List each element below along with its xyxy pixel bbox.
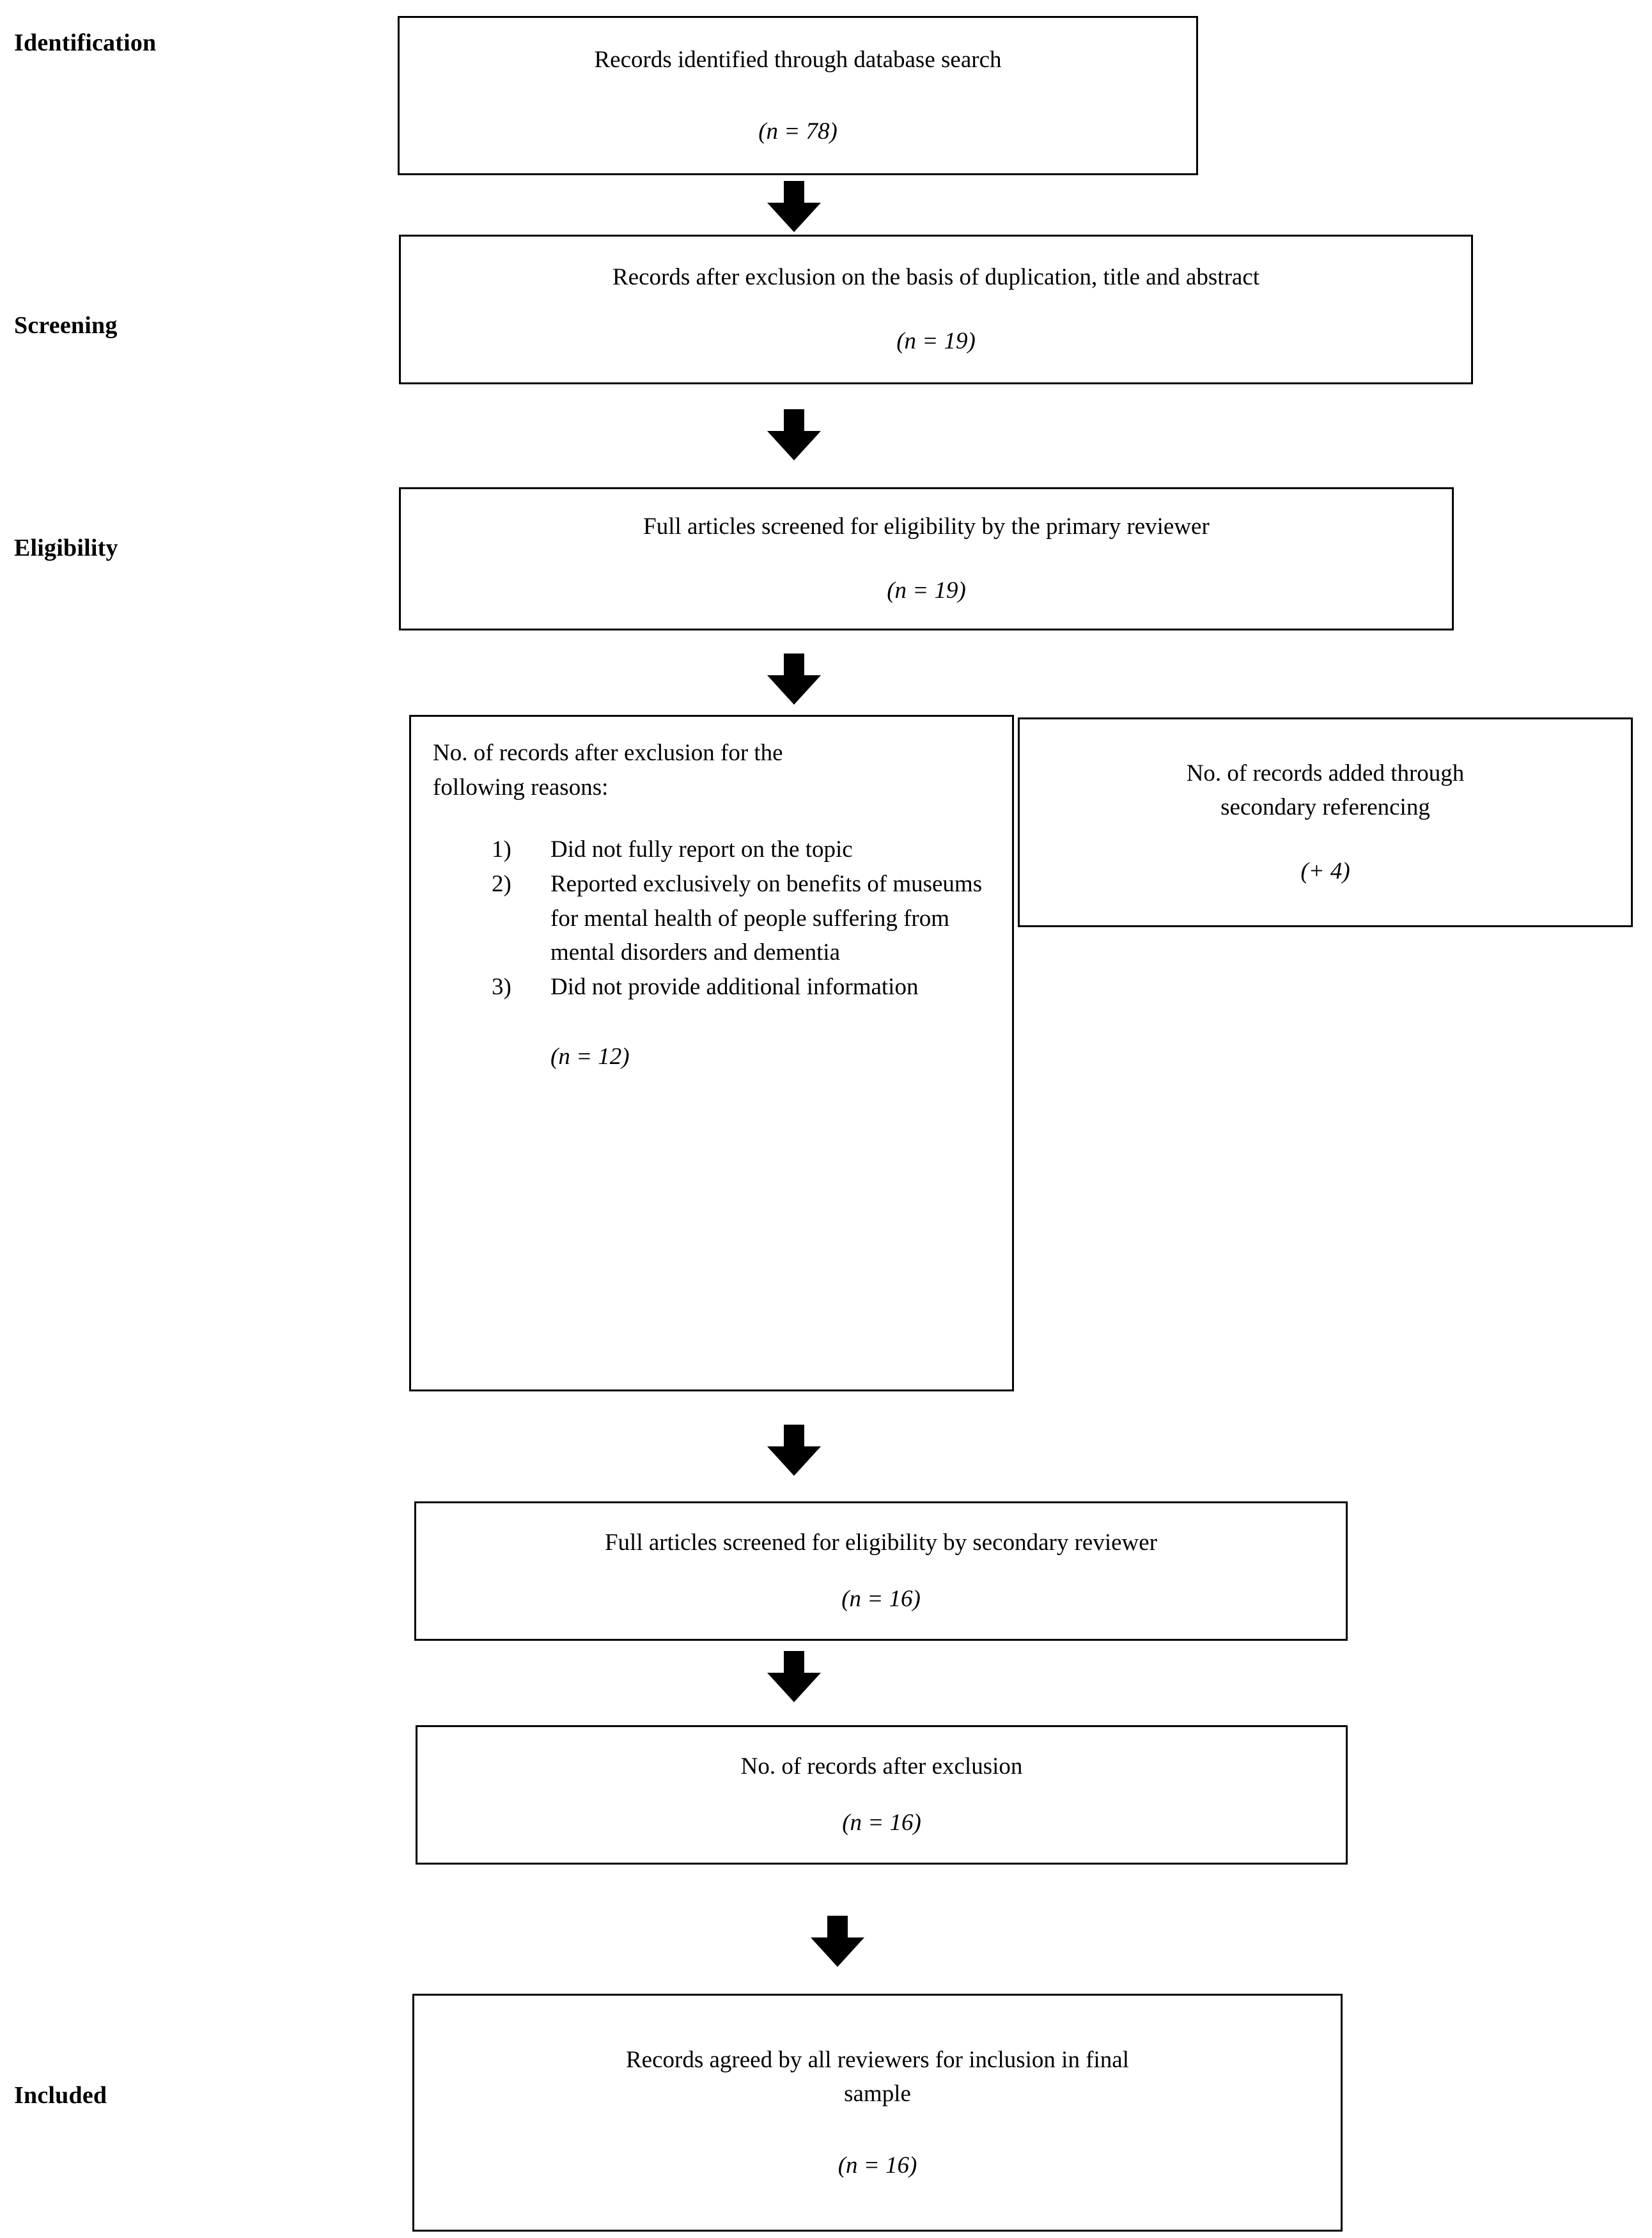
box-records-after-duplication: Records after exclusion on the basis of …: [399, 235, 1473, 384]
flow-arrow-down-icon: [811, 1916, 864, 1967]
stage-label-eligibility: Eligibility: [14, 535, 118, 561]
box-exclusion-reasons: No. of records after exclusion for the f…: [409, 715, 1014, 1391]
box-count: (n = 16): [838, 2152, 917, 2179]
box-records-after-exclusion: No. of records after exclusion (n = 16): [416, 1725, 1348, 1865]
box-title-line-1: Records agreed by all reviewers for incl…: [625, 2046, 1129, 2073]
box-full-articles-secondary-reviewer: Full articles screened for eligibility b…: [414, 1501, 1348, 1641]
box-count: (+ 4): [1300, 857, 1350, 884]
flow-arrow-down-icon: [767, 1651, 821, 1702]
box-count: (n = 78): [758, 118, 838, 145]
box-count: (n = 19): [887, 577, 966, 604]
box-title: Records after exclusion on the basis of …: [612, 264, 1260, 291]
list-item: Reported exclusively on benefits of muse…: [492, 867, 983, 966]
box-title-line-1: No. of records added through: [1186, 760, 1465, 786]
exclusion-reason-list: Did not fully report on the topic Report…: [433, 833, 995, 1004]
box-full-articles-primary-reviewer: Full articles screened for eligibility b…: [399, 487, 1454, 630]
box-title-line-1: No. of records after exclusion for the: [433, 740, 783, 766]
box-title-line-2: sample: [844, 2081, 911, 2108]
box-title-line-2: secondary referencing: [1220, 794, 1430, 821]
box-count: (n = 16): [842, 1810, 921, 1836]
box-title: Full articles screened for eligibility b…: [643, 513, 1210, 540]
flow-arrow-down-icon: [767, 409, 821, 460]
flow-arrow-down-icon: [767, 653, 821, 705]
box-title: Records identified through database sear…: [594, 46, 1002, 73]
box-final-included: Records agreed by all reviewers for incl…: [412, 1994, 1343, 2232]
flow-arrow-down-icon: [767, 1425, 821, 1476]
box-count: (n = 12): [550, 1044, 630, 1070]
flow-arrow-down-icon: [767, 181, 821, 232]
box-title: Full articles screened for eligibility b…: [604, 1530, 1158, 1556]
box-secondary-referencing: No. of records added through secondary r…: [1018, 717, 1633, 927]
box-title-line-2: following reasons:: [433, 774, 609, 801]
box-title: No. of records after exclusion: [740, 1753, 1023, 1780]
stage-label-screening: Screening: [14, 312, 118, 339]
list-item: Did not provide additional information: [492, 970, 919, 1004]
box-records-identified: Records identified through database sear…: [398, 16, 1198, 175]
stage-label-included: Included: [14, 2082, 107, 2109]
list-item: Did not fully report on the topic: [492, 833, 853, 866]
box-count: (n = 16): [841, 1586, 921, 1612]
stage-label-identification: Identification: [14, 29, 157, 56]
box-count: (n = 19): [896, 328, 976, 354]
